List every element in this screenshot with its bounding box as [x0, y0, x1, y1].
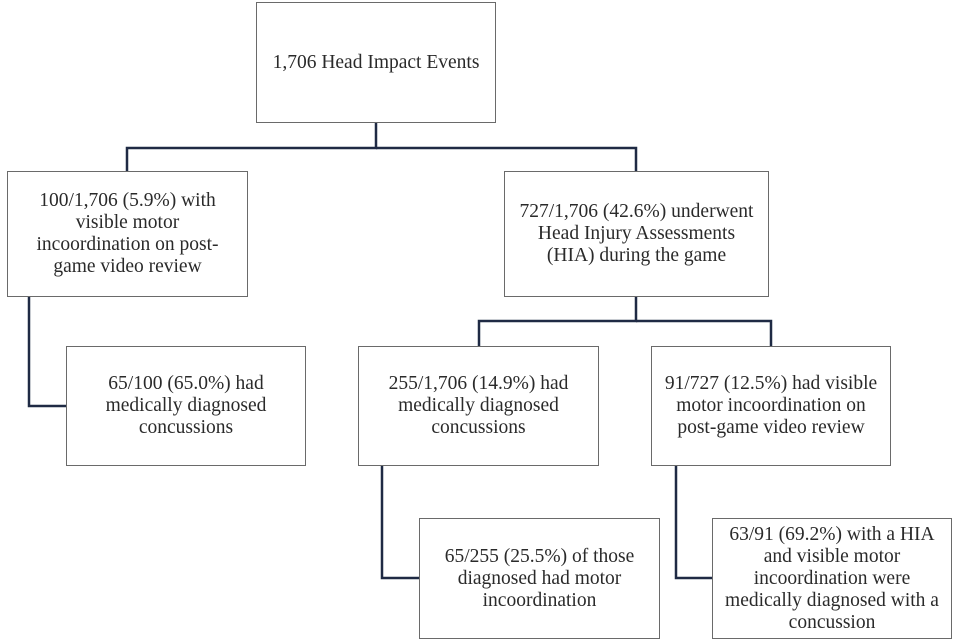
- edge-hia-to-hia-concussion: [477, 297, 638, 346]
- edge-hia-motor-to-hia-motor-concussion: [674, 466, 712, 580]
- node-motor-diagnosed-concussions: 65/100 (65.0%) had medically diagnosed c…: [66, 346, 306, 466]
- edge-root-to-hia: [376, 146, 638, 171]
- edge-motor-incoordination-to-concussion: [27, 297, 66, 408]
- node-head-injury-assessments-text: 727/1,706 (42.6%) underwent Head Injury …: [519, 201, 754, 266]
- node-head-injury-assessments: 727/1,706 (42.6%) underwent Head Injury …: [504, 171, 769, 297]
- edge-hia-to-hia-motor: [636, 319, 773, 346]
- node-diagnosed-with-motor-incoordination: 65/255 (25.5%) of those diagnosed had mo…: [419, 518, 660, 639]
- node-head-impact-events-text: 1,706 Head Impact Events: [272, 51, 480, 73]
- node-hia-motor-diagnosed-concussion: 63/91 (69.2%) with a HIA and visible mot…: [712, 518, 952, 639]
- node-hia-motor-diagnosed-concussion-text: 63/91 (69.2%) with a HIA and visible mot…: [725, 523, 939, 633]
- node-visible-motor-incoordination: 100/1,706 (5.9%) with visible motor inco…: [7, 171, 248, 297]
- node-hia-diagnosed-concussions: 255/1,706 (14.9%) had medically diagnose…: [358, 346, 599, 466]
- node-head-impact-events: 1,706 Head Impact Events: [256, 2, 496, 123]
- edge-hia-concussion-to-concussion-motor: [380, 466, 419, 580]
- node-motor-diagnosed-concussions-text: 65/100 (65.0%) had medically diagnosed c…: [105, 373, 267, 438]
- node-hia-diagnosed-concussions-text: 255/1,706 (14.9%) had medically diagnose…: [388, 373, 569, 438]
- node-hia-visible-motor-incoordination-text: 91/727 (12.5%) had visible motor incoord…: [664, 373, 878, 438]
- node-diagnosed-with-motor-incoordination-text: 65/255 (25.5%) of those diagnosed had mo…: [444, 545, 635, 611]
- node-visible-motor-incoordination-text: 100/1,706 (5.9%) with visible motor inco…: [36, 190, 219, 277]
- node-hia-visible-motor-incoordination: 91/727 (12.5%) had visible motor incoord…: [651, 346, 891, 466]
- edge-root-to-motor-incoordination: [125, 123, 378, 171]
